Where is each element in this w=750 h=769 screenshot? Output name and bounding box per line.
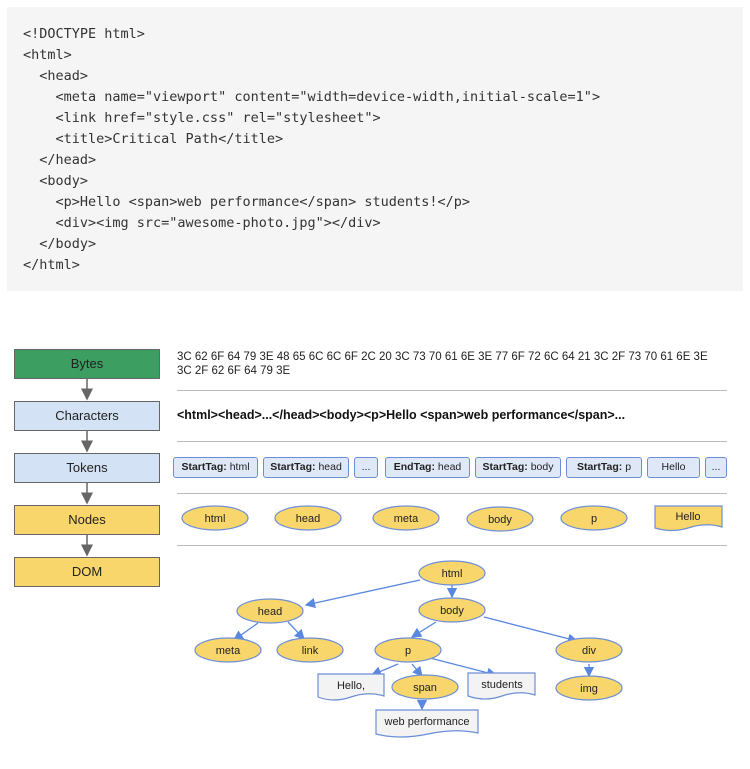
code-line: <meta name="viewport" content="width=dev… (23, 89, 601, 105)
edge-head-link (287, 621, 305, 640)
token-value: head (318, 461, 342, 473)
code-line: </body> (23, 236, 97, 252)
dom-node-label: students (481, 679, 523, 691)
dom-node-label: img (580, 683, 598, 695)
code-line: </html> (23, 257, 80, 273)
edge-body-p (410, 621, 437, 638)
edge-p-students (429, 657, 498, 678)
edge-body-div (483, 616, 579, 644)
node-body (466, 506, 534, 532)
token-value: head (437, 461, 462, 473)
stage-bytes: Bytes (14, 349, 160, 379)
token-value: body (530, 461, 554, 473)
token-value: ... (711, 461, 721, 473)
code-block: <!DOCTYPE html> <html> <head> <meta name… (7, 7, 743, 291)
token: ... (705, 457, 727, 478)
code-line: <!DOCTYPE html> (23, 26, 145, 42)
edge-p-hello (370, 663, 399, 677)
characters-text: <html><head>...</head><body><p>Hello <sp… (177, 408, 626, 422)
code-line: <head> (23, 68, 89, 84)
dom-node-label: body (440, 605, 464, 617)
token: ... (354, 457, 378, 478)
code-line: </head> (23, 152, 97, 168)
token-kind: StartTag: (576, 461, 623, 473)
node-head (274, 505, 342, 531)
edge-head-meta (232, 622, 259, 641)
divider (177, 441, 727, 442)
token-value: p (625, 461, 632, 473)
dom-node-img (555, 675, 623, 701)
code-line: <html> (23, 47, 72, 63)
node-label: Hello (675, 511, 700, 523)
dom-node-span (391, 674, 459, 700)
token-kind: StartTag: (482, 461, 528, 473)
node-p (560, 505, 628, 531)
code-line: <body> (23, 173, 89, 189)
dom-node-p (374, 637, 442, 663)
token-value: ... (361, 461, 371, 473)
node-label: body (488, 514, 512, 526)
dom-text-hello (317, 673, 385, 701)
dom-node-label: span (413, 682, 437, 694)
token: Hello (647, 457, 700, 478)
code-line: <title>Critical Path</title> (23, 131, 284, 147)
node-html (181, 505, 249, 531)
dom-node-html (418, 560, 486, 586)
code-line: <p>Hello <span>web performance</span> st… (23, 194, 471, 210)
token: EndTag: head (385, 457, 470, 478)
edge-p-span (411, 663, 423, 677)
dom-node-label: meta (216, 645, 241, 657)
token-kind: EndTag: (393, 461, 435, 473)
node-meta (372, 505, 440, 531)
divider (177, 545, 727, 546)
dom-node-head (236, 598, 304, 624)
dom-node-label: Hello, (337, 680, 365, 692)
node-label: meta (394, 513, 419, 525)
token-value: html (229, 461, 250, 473)
token: StartTag: p (566, 457, 642, 478)
stage-nodes: Nodes (14, 505, 160, 535)
node-label: p (591, 513, 597, 525)
dom-node-label: div (582, 645, 597, 657)
dom-node-div (555, 637, 623, 663)
token: StartTag: body (475, 457, 561, 478)
token: StartTag: head (263, 457, 349, 478)
token-kind: StartTag: (181, 461, 227, 473)
bytes-hex: 3C 62 6F 64 79 3E 48 65 6C 6C 6F 2C 20 3… (177, 351, 708, 377)
dom-node-meta (194, 637, 262, 663)
node-label: head (296, 513, 320, 525)
dom-node-label: html (442, 568, 463, 580)
token: StartTag: html (173, 457, 258, 478)
nodes-row: html head meta body p Hello (181, 505, 723, 532)
dom-node-body (418, 597, 486, 623)
dom-node-label: web performance (384, 716, 470, 728)
edge-html-head (304, 579, 421, 609)
dom-node-label: head (258, 606, 282, 618)
node-text-hello (654, 505, 723, 532)
dom-node-label: link (302, 645, 319, 657)
dom-text-web-performance (375, 709, 479, 738)
stage-characters: Characters (14, 401, 160, 431)
stage-tokens: Tokens (14, 453, 160, 483)
token-value: Hello (661, 461, 686, 473)
divider (177, 390, 727, 391)
node-label: html (205, 513, 226, 525)
dom-node-label: p (405, 645, 411, 657)
code-line: <div><img src="awesome-photo.jpg"></div> (23, 215, 381, 231)
dom-text-students (467, 672, 536, 700)
token-kind: StartTag: (270, 461, 316, 473)
code-line: <link href="style.css" rel="stylesheet"> (23, 110, 381, 126)
stage-dom: DOM (14, 557, 160, 587)
divider (177, 493, 727, 494)
dom-node-link (276, 637, 344, 663)
